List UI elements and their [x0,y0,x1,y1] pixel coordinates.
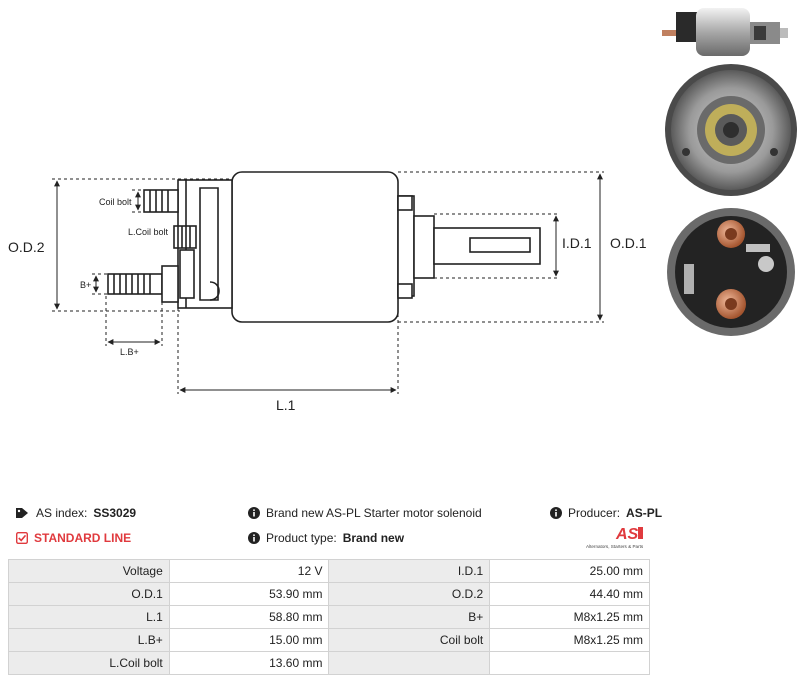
as-index: AS index: SS3029 [16,506,136,520]
product-type-value: Brand new [342,531,405,545]
coil-bolt-label: Coil bolt [99,197,132,207]
standard-line: STANDARD LINE [16,531,131,545]
spec-value: 25.00 mm [489,559,650,583]
info-icon [248,507,260,519]
standard-line-label: STANDARD LINE [34,531,132,545]
l-coil-bolt-label: L.Coil bolt [128,227,169,237]
table-row: L.Coil bolt 13.60 mm [8,651,650,675]
spec-label: O.D.2 [328,582,491,606]
od1-label: O.D.1 [610,235,647,251]
product-description: Brand new AS-PL Starter motor solenoid [248,506,482,520]
product-photos [662,8,797,336]
info-icon [550,507,562,519]
spec-value: 53.90 mm [168,582,330,606]
spec-label: L.Coil bolt [8,651,170,675]
svg-text:AS: AS [615,526,639,543]
table-row: Voltage 12 V I.D.1 25.00 mm [8,559,650,583]
od2-label: O.D.2 [8,239,45,255]
table-row: L.B+ 15.00 mm Coil bolt M8x1.25 mm [8,628,650,652]
spec-label: Coil bolt [328,628,491,652]
solenoid-end-cap [397,195,415,297]
spec-value: 13.60 mm [168,651,330,675]
spec-value: M8x1.25 mm [489,605,650,629]
side-view-photo [662,8,788,56]
plunger [413,215,435,279]
spec-label: I.D.1 [328,559,491,583]
spec-value: 15.00 mm [168,628,330,652]
b-plus-label: B+ [80,280,91,290]
spec-value: 58.80 mm [168,605,330,629]
technical-drawing: O.D.2 O.D.1 I.D.1 L.1 Coil bolt L.Coil b… [8,171,647,413]
spec-value: 44.40 mm [489,582,650,606]
tag-icon [16,508,28,518]
l-b-plus-label: L.B+ [120,347,139,357]
producer-value: AS-PL [626,506,663,520]
as-index-label: AS index: [36,506,88,520]
as-pl-logo: AS Alternators, Starters & Parts [586,526,644,549]
info-icon [248,532,260,544]
coil-bolt [143,189,179,213]
specifications-table: Voltage 12 V I.D.1 25.00 mm O.D.1 53.90 … [8,559,650,675]
table-row: O.D.1 53.90 mm O.D.2 44.40 mm [8,582,650,606]
producer-label: Producer: [568,506,621,520]
svg-text:Alternators, Starters & Parts: Alternators, Starters & Parts [586,544,644,549]
spec-label: Voltage [8,559,170,583]
as-index-value: SS3029 [93,506,137,520]
solenoid-body [231,171,399,323]
front-view-photo [665,64,797,196]
spec-value: 12 V [168,559,330,583]
spec-value: M8x1.25 mm [489,628,650,652]
spec-label: L.B+ [8,628,170,652]
id1-label: I.D.1 [562,235,592,251]
terminal-view-photo [667,208,795,336]
b-plus-bolt [107,273,163,295]
product-type-label: Product type: [266,531,337,545]
spec-label: L.1 [8,605,170,629]
table-row: L.1 58.80 mm B+ M8x1.25 mm [8,605,650,629]
spec-value [489,651,650,675]
product-type: Product type: Brand new [248,531,404,545]
check-square-icon [16,532,28,544]
spec-label: B+ [328,605,491,629]
producer: Producer: AS-PL [550,506,662,520]
spec-label [328,651,491,675]
spec-label: O.D.1 [8,582,170,606]
description-text: Brand new AS-PL Starter motor solenoid [266,506,482,520]
l1-label: L.1 [276,397,296,413]
